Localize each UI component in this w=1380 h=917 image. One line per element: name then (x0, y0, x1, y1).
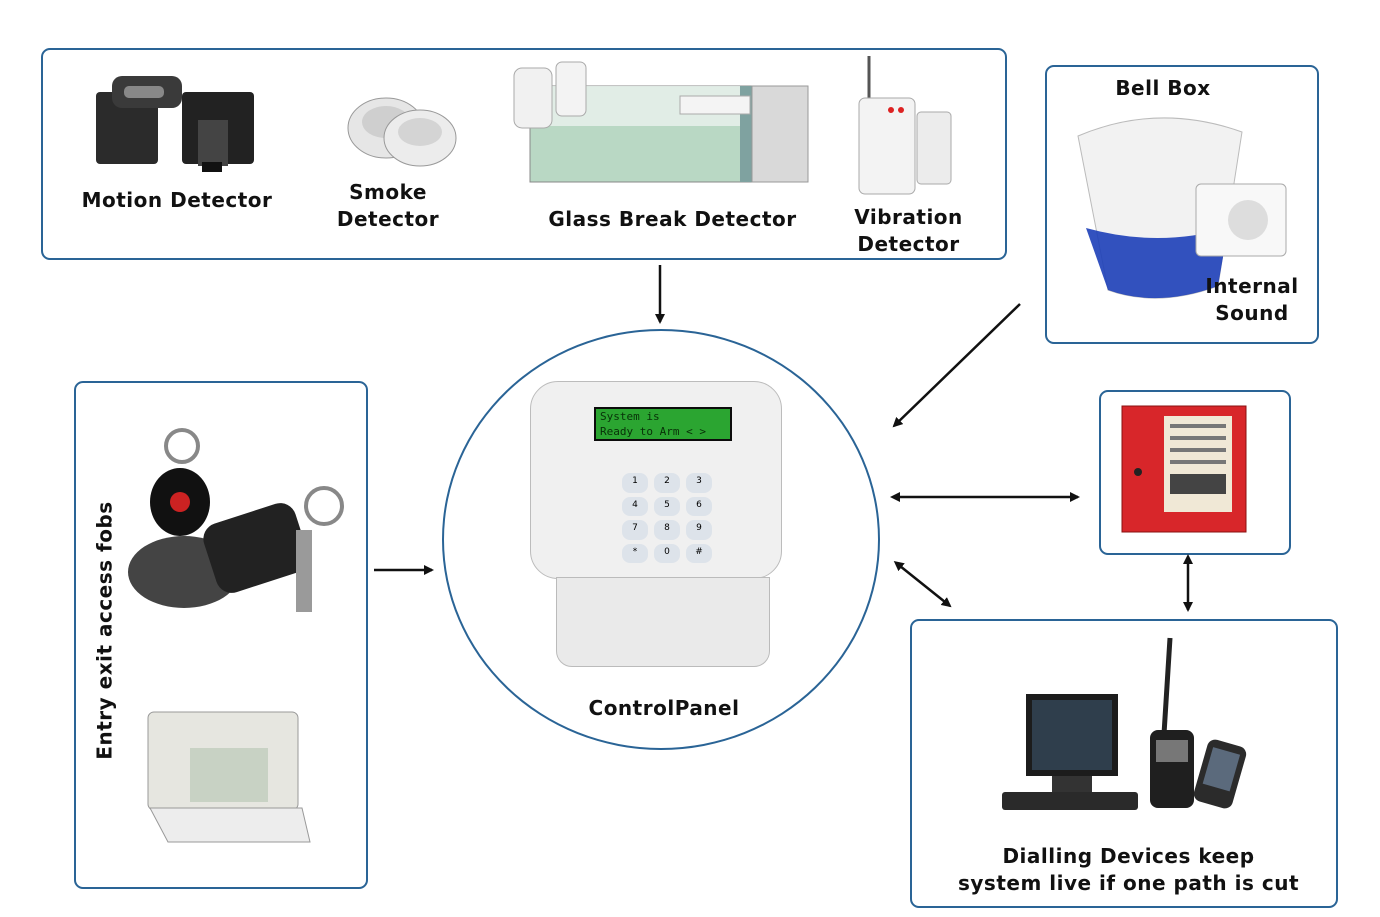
keypad-key[interactable]: 2 (654, 473, 680, 493)
panel-cover (556, 577, 770, 667)
keypad-key[interactable]: 7 (622, 520, 648, 540)
arrow-panel-dialling (893, 561, 952, 608)
lcd-line-1: System is (600, 410, 660, 423)
keypad-grid: 1 2 3 4 5 6 7 8 9 * 0 # (622, 473, 712, 563)
keypad-device-image (147, 711, 311, 843)
lcd-display: System is Ready to Arm < > (594, 407, 732, 441)
keypad-key[interactable]: # (686, 543, 712, 563)
glass-break-detector-image (513, 61, 809, 183)
dialling-devices-box (910, 619, 1338, 908)
control-panel-device: System is Ready to Arm < > 1 2 3 4 5 6 7… (522, 381, 794, 667)
keypad-key[interactable]: 3 (686, 473, 712, 493)
keypad-key[interactable]: 8 (654, 520, 680, 540)
keypad-key[interactable]: 0 (654, 543, 680, 563)
keypad-key[interactable]: 9 (686, 520, 712, 540)
fobs-keys-image (128, 428, 344, 612)
vibration-detector-label: Vibration Detector (854, 205, 963, 256)
internal-sound-label: Internal Sound (1205, 274, 1299, 325)
dialling-devices-image (1002, 637, 1247, 810)
motion-detector-label: Motion Detector (81, 188, 273, 212)
keypad-key[interactable]: 6 (686, 496, 712, 516)
keypad-key[interactable]: 5 (654, 496, 680, 516)
glass-break-detector-label: Glass Break Detector (548, 207, 797, 231)
vibration-detector-image (858, 56, 952, 195)
bell-box-siren-image (1077, 117, 1287, 299)
keypad-key[interactable]: 4 (622, 496, 648, 516)
fire-panel-image (1121, 405, 1247, 533)
control-panel-circle (442, 329, 880, 750)
arrow-bellbox-to-panel (892, 303, 1021, 428)
motion-detector-image (96, 76, 254, 172)
smoke-detector-image (347, 97, 457, 167)
lcd-line-2: Ready to Arm < > (600, 425, 706, 438)
control-panel-label: ControlPanel (588, 696, 740, 720)
keypad-key[interactable]: * (622, 543, 648, 563)
keypad-key[interactable]: 1 (622, 473, 648, 493)
smoke-detector-label: Smoke Detector (336, 180, 440, 231)
dialling-devices-label: Dialling Devices keep system live if one… (957, 844, 1300, 895)
bell-box-title: Bell Box (1115, 76, 1211, 100)
